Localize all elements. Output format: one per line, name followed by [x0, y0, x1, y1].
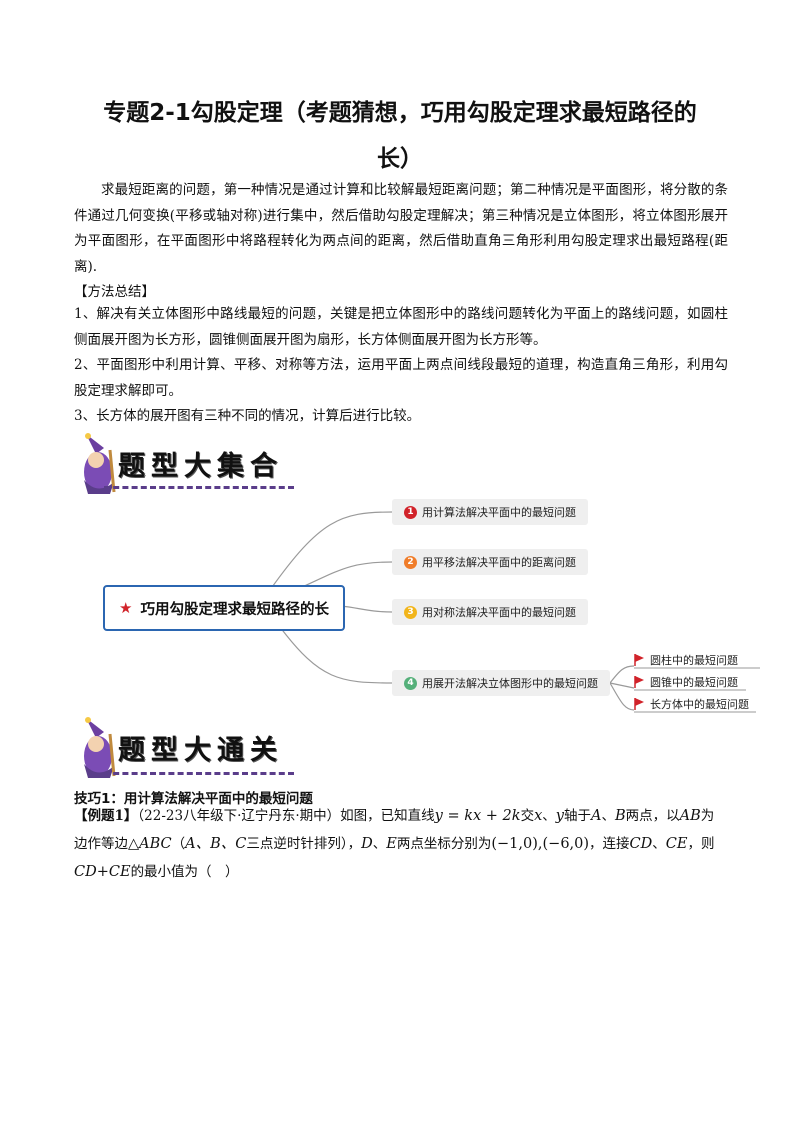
skill-heading: 技巧1：用计算法解决平面中的最短问题: [74, 791, 313, 807]
mindmap-sub-1: 圆柱中的最短问题: [634, 651, 738, 669]
math-sum: CD+CE: [74, 864, 131, 880]
banner-pass-title: 题型大通关: [118, 735, 283, 766]
mindmap-center-label: 巧用勾股定理求最短路径的长: [140, 601, 329, 618]
math-y: y: [555, 808, 564, 824]
method-item-3: 3、长方体的展开图有三种不同的情况，计算后进行比较。: [74, 408, 421, 424]
text-fragment: 三点逆时针排列），: [246, 836, 362, 852]
mindmap-branch-4-label: 用展开法解决立体图形中的最短问题: [422, 677, 598, 690]
text-fragment: 边作等边: [74, 836, 128, 852]
text-fragment: 、: [652, 836, 666, 852]
text-fragment: 两点坐标分别为: [396, 836, 492, 852]
math-triangle: △ABC: [128, 836, 172, 852]
flag-icon: [634, 698, 644, 710]
mindmap-branch-2: 2 用平移法解决平面中的距离问题: [392, 549, 588, 575]
number-3-icon: 3: [404, 605, 417, 619]
example-line-2: 边作等边△ABC（A、B、C三点逆时针排列），D、E两点坐标分别为(−1,0),…: [74, 833, 714, 855]
example-source: （22-23八年级下·辽宁丹东·期中）如图，已知直线: [137, 808, 435, 824]
text-fragment: （: [171, 836, 186, 852]
text-fragment: 两点，以: [625, 808, 680, 824]
mindmap-branch-1-label: 用计算法解决平面中的最短问题: [422, 506, 576, 519]
text-fragment: 、: [542, 808, 556, 824]
text-fragment: ，则: [687, 836, 715, 852]
math-coords: (−1,0),(−6,0): [491, 836, 590, 852]
intro-paragraph: 求最短距离的问题，第一种情况是通过计算和比较解最短距离问题；第二种情况是平面图形…: [74, 182, 728, 275]
math-e: E: [386, 836, 397, 852]
math-ab: AB: [679, 808, 701, 824]
text-fragment: 、: [372, 836, 387, 852]
mindmap-sub-1-label: 圆柱中的最短问题: [650, 654, 738, 667]
number-4-icon: 4: [404, 676, 417, 690]
mindmap-branch-3: 3 用对称法解决平面中的最短问题: [392, 599, 588, 625]
banner-collection: 题型大集合: [74, 430, 299, 502]
mindmap-branch-3-label: 用对称法解决平面中的最短问题: [422, 606, 576, 619]
math-d: D: [361, 836, 373, 852]
text-fragment: 交: [520, 808, 535, 824]
number-1-icon: 1: [404, 505, 417, 519]
star-icon: ★: [119, 599, 133, 617]
example-line-1: 【例题1】（22-23八年级下·辽宁丹东·期中）如图，已知直线y = kx + …: [74, 805, 714, 827]
mindmap-branch-4: 4 用展开法解决立体图形中的最短问题: [392, 670, 610, 696]
banner-pass: 题型大通关: [74, 714, 299, 786]
mindmap-sub-2-label: 圆锥中的最短问题: [650, 676, 738, 689]
mindmap-branch-1: 1 用计算法解决平面中的最短问题: [392, 499, 588, 525]
math-x: x: [534, 808, 543, 824]
flag-icon: [634, 676, 644, 688]
example-line-3: CD+CE的最小值为（ ）: [74, 861, 239, 883]
text-fragment: 为: [700, 808, 715, 824]
wizard-icon: [84, 433, 116, 494]
math-a: A: [590, 808, 602, 824]
mindmap-center-node: ★ 巧用勾股定理求最短路径的长: [103, 585, 345, 631]
method-heading: 【方法总结】: [74, 284, 155, 300]
text-fragment: 的最小值为（ ）: [130, 864, 239, 880]
text-fragment: 、: [601, 808, 615, 824]
banner-dash: [104, 486, 294, 489]
example-tag: 【例题1】: [74, 808, 138, 824]
mindmap-sub-3-label: 长方体中的最短问题: [650, 698, 749, 711]
text-fragment: 轴于: [563, 808, 591, 824]
flag-icon: [634, 654, 644, 666]
math-ce: CE: [665, 836, 688, 852]
math-cd: CD: [629, 836, 653, 852]
method-item-1: 1、解决有关立体图形中路线最短的问题，关键是把立体图形中的路线问题转化为平面上的…: [74, 306, 728, 348]
banner-collection-title: 题型大集合: [118, 451, 283, 482]
number-2-icon: 2: [404, 555, 417, 569]
method-item-2: 2、平面图形中利用计算、平移、对称等方法，运用平面上两点间线段最短的道理，构造直…: [74, 357, 728, 399]
title-line-1: 专题2-1勾股定理（考题猜想，巧用勾股定理求最短路径的: [103, 100, 697, 126]
mindmap-sub-3: 长方体中的最短问题: [634, 695, 749, 713]
math-b: B: [614, 808, 626, 824]
line-equation: y = kx + 2k: [434, 808, 521, 824]
wizard-icon: [84, 717, 116, 778]
mindmap-branch-2-label: 用平移法解决平面中的距离问题: [422, 556, 576, 569]
text-fragment: ，连接: [589, 836, 630, 852]
banner-dash: [104, 772, 294, 775]
mindmap-sub-2: 圆锥中的最短问题: [634, 673, 738, 691]
page-title: 专题2-1勾股定理（考题猜想，巧用勾股定理求最短路径的 长）: [70, 90, 730, 182]
math-abc: A、B、C: [185, 836, 247, 852]
title-line-2: 长）: [377, 146, 423, 172]
